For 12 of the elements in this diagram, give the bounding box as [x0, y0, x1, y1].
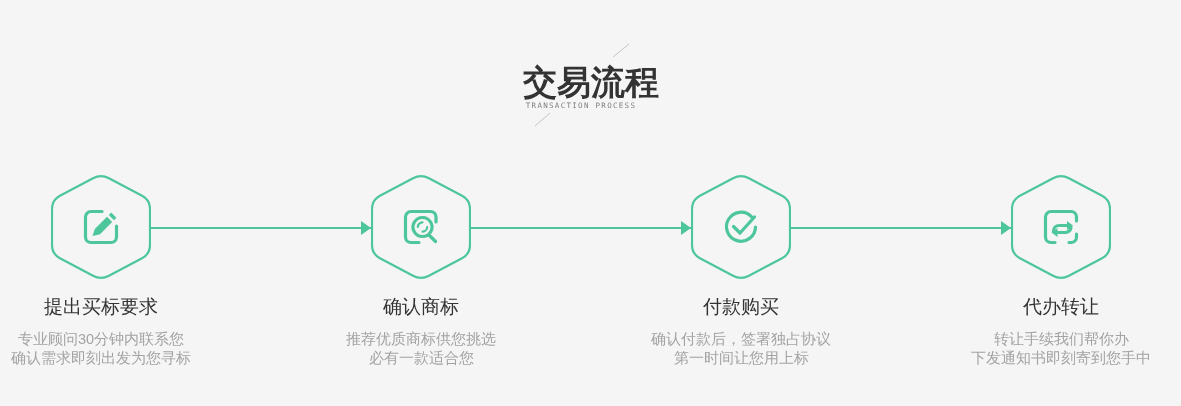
step-description: 确认付款后，签署独占协议第一时间让您用上标 [651, 330, 831, 368]
arrow [151, 221, 371, 235]
step-title: 代办转让 [1023, 295, 1099, 319]
step-title: 确认商标 [383, 295, 459, 319]
step-title: 付款购买 [703, 295, 779, 319]
diagram-title: 交易流程 [522, 63, 659, 101]
arrow [791, 221, 1011, 235]
step-title: 提出买标要求 [44, 295, 158, 319]
step-description: 专业顾问30分钟内联系您确认需求即刻出发为您寻标 [11, 330, 191, 368]
step-description: 推荐优质商标供您挑选必有一款适合您 [346, 330, 496, 368]
arrow [471, 221, 691, 235]
step-description: 转让手续我们帮你办下发通知书即刻寄到您手中 [971, 330, 1151, 368]
